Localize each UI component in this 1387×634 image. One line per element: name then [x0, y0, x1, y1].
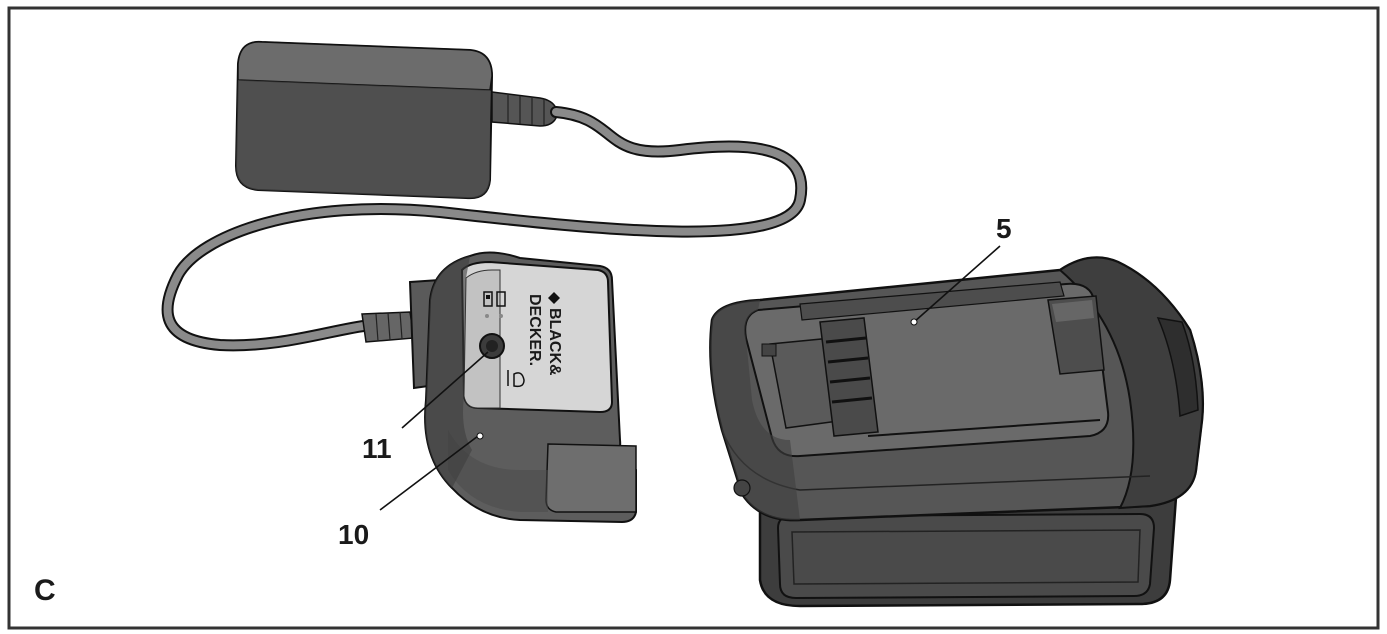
- wall-adapter: [234, 40, 557, 200]
- leader-5: [913, 245, 1001, 323]
- charge-indicator: [479, 333, 505, 359]
- callout-leaders: [379, 245, 1001, 511]
- leader-11: [401, 351, 489, 429]
- charge-plug-icon: [507, 370, 525, 388]
- callout-label-10: 10: [338, 519, 369, 550]
- figure-frame: [7, 6, 1380, 630]
- leader-10: [379, 435, 479, 511]
- callout-label-5: 5: [996, 213, 1012, 244]
- brand-logo-line1: BLACK&: [546, 308, 563, 376]
- brand-logo-icon: BLACK& DECKER.: [526, 292, 563, 376]
- charger-unit: BLACK& DECKER.: [361, 251, 637, 524]
- battery-pack: [709, 256, 1205, 608]
- callout-label-11: 11: [362, 433, 392, 464]
- brand-logo-line2: DECKER.: [526, 294, 543, 366]
- battery-terminals: [761, 317, 879, 437]
- panel-letter: C: [34, 574, 56, 607]
- battery-status-icon: [483, 291, 506, 318]
